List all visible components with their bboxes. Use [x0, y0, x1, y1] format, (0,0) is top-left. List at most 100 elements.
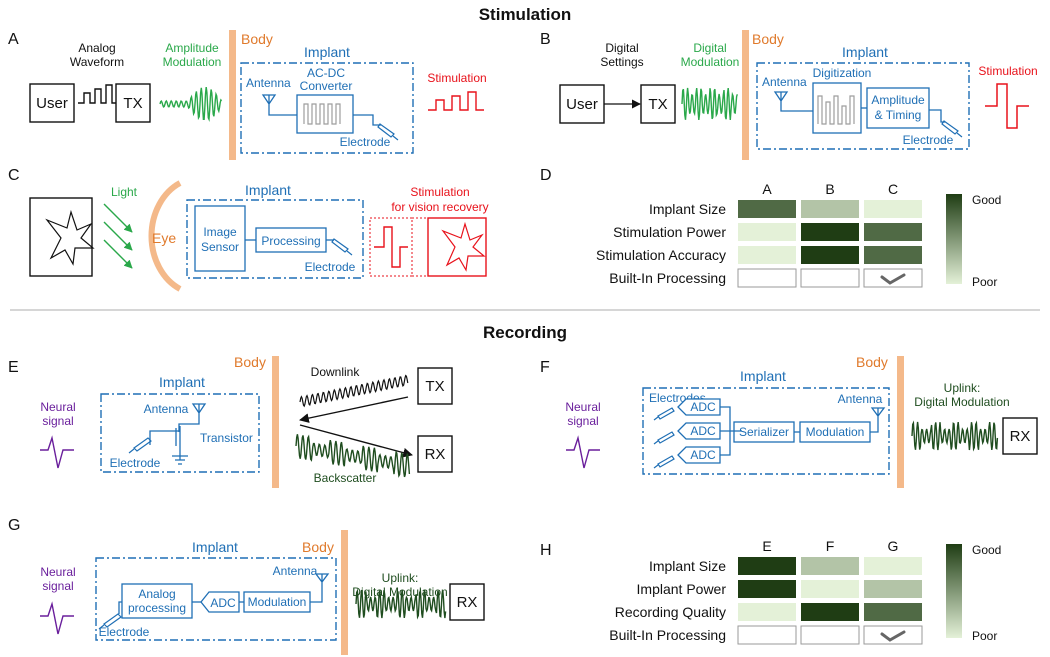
tx-label: TX [123, 95, 142, 112]
analog-label-1: Analog [78, 41, 115, 55]
body-label: Body [856, 354, 888, 370]
heatmap-cell [864, 246, 922, 264]
electrode-icon [941, 120, 963, 138]
user-label: User [566, 96, 598, 113]
rx-box [1002, 417, 1038, 455]
heatmap-cell-empty [737, 268, 797, 288]
body-boundary [897, 356, 904, 488]
restored-vision-box [427, 217, 487, 277]
neural-signal-spike [40, 435, 74, 469]
stimulation-vision-label-1: Stimulation [410, 185, 469, 199]
user-box [29, 83, 75, 123]
image-sensor-label-2: Sensor [201, 240, 239, 254]
light-rays [103, 203, 133, 269]
column-label: C [888, 181, 898, 197]
digital-modulated-wave [681, 87, 738, 120]
heatmap-cell [801, 246, 859, 264]
analog-label-2: Waveform [70, 55, 124, 69]
scene-box [29, 197, 93, 277]
transistor-icon [149, 426, 188, 465]
body-label: Body [752, 31, 784, 47]
adc-label-1: ADC [690, 400, 716, 414]
heatmap-cell [864, 603, 922, 621]
adc-bus-wires [720, 406, 742, 456]
serializer-label: Serializer [739, 425, 789, 439]
modulation-label: Modulation [806, 425, 865, 439]
amplitude-modulated-wave [159, 87, 223, 123]
heatmap-cell [801, 223, 859, 241]
electrode-label: Electrode [99, 625, 150, 639]
image-sensor-label-1: Image [203, 225, 237, 239]
pulse-callout-box [369, 217, 413, 277]
electrode-label: Electrode [340, 135, 391, 149]
antenna-label: Antenna [144, 402, 189, 416]
panel-c: Light Eye Implant Image Sensor Processin… [29, 180, 489, 292]
rx-label: RX [1010, 428, 1031, 445]
antenna-icon [178, 403, 207, 432]
eye-arc [148, 180, 182, 292]
flower-icon [45, 209, 95, 266]
heatmap-cell-empty [737, 625, 797, 645]
heatmap-cell-empty [863, 268, 923, 288]
electrode-to-analog-wire [118, 601, 122, 614]
analog-processing-box [121, 583, 193, 619]
implant-boundary [100, 393, 260, 473]
body-boundary [742, 30, 749, 160]
stimulation-waveform [428, 91, 484, 111]
electrode-icon [98, 613, 122, 630]
row-label: Implant Size [649, 201, 726, 217]
neural-signal-spike [40, 601, 74, 635]
antenna-label: Antenna [273, 564, 318, 578]
panel-letter-b: B [540, 31, 551, 48]
antenna-icon [310, 573, 330, 603]
heatmap-cell [738, 246, 796, 264]
eye-label: Eye [152, 230, 176, 246]
colorbar-high-label: Good [972, 543, 1001, 557]
electrode-icon [331, 238, 353, 256]
heatmap-cell [738, 603, 796, 621]
backscatter-arrow [299, 424, 413, 458]
electrode-label: Electrode [903, 133, 954, 147]
light-ray [103, 203, 133, 233]
colorbar-low-label: Poor [972, 275, 997, 289]
implant-label: Implant [842, 44, 888, 60]
rx-box [417, 435, 453, 473]
converter-to-electrode-wire [353, 114, 381, 126]
heatmap-cell-empty [800, 268, 860, 288]
rx-label: RX [425, 446, 446, 463]
column-label: A [762, 181, 772, 197]
stimulation-vision-label-2: for vision recovery [391, 200, 488, 214]
panel-a: User Analog Waveform TX Amplitude Modula… [29, 30, 487, 160]
amplitude-timing-label-1: Amplitude [871, 93, 925, 107]
body-label: Body [241, 31, 273, 47]
tx-box [115, 83, 151, 123]
panel-letter-h: H [540, 542, 552, 559]
uplink-digital-wave [911, 420, 999, 452]
row-label: Implant Size [649, 558, 726, 574]
panel-b: Digital Settings User TX Digital Modulat… [559, 30, 1038, 160]
panel-e: Neural signal Implant Antenna Transistor… [40, 354, 453, 488]
downlink-label: Downlink [311, 365, 361, 379]
neural-signal-label-2: signal [567, 414, 598, 428]
flower-icon [441, 221, 486, 272]
heatmap-cell [738, 200, 796, 218]
analog-processing-label-2: processing [128, 601, 186, 615]
adc-label-3: ADC [690, 448, 716, 462]
heatmap-cell-empty [800, 625, 860, 645]
acdc-label-1: AC-DC [307, 66, 345, 80]
neural-signal-label-1: Neural [40, 565, 75, 579]
panel-letter-c: C [8, 167, 20, 184]
modulation-label: Modulation [248, 595, 307, 609]
implant-boundary [186, 199, 364, 279]
stimulation-biphasic-pulse [374, 226, 408, 268]
implant-boundary [642, 387, 890, 475]
panel-letter-e: E [8, 359, 19, 376]
neural-signal-label-1: Neural [40, 400, 75, 414]
downlink-wave [299, 374, 409, 408]
transistor-label: Transistor [200, 431, 253, 445]
panel-letter-g: G [8, 517, 20, 534]
rx-label: RX [457, 594, 478, 611]
